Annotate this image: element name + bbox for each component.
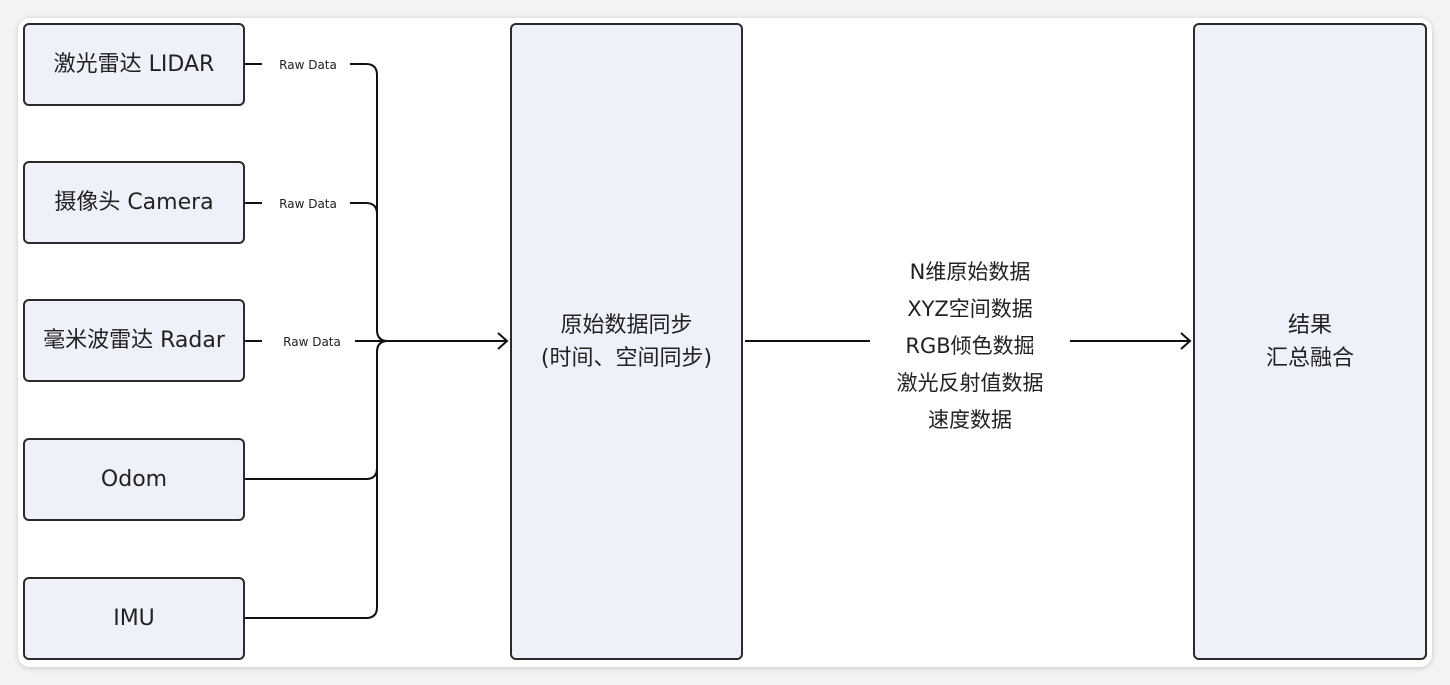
result-subtitle: 汇总融合 — [1265, 345, 1354, 371]
data-type: 激光反射值数据 — [896, 371, 1044, 395]
edge-label-radar: Raw Data — [280, 335, 344, 349]
source-label: 摄像头 Camera — [54, 190, 214, 215]
source-label: Odom — [100, 467, 168, 492]
data-type: N维原始数据 — [909, 260, 1031, 284]
connector-lidar — [245, 63, 389, 342]
sync-subtitle: (时间、空间同步) — [540, 345, 713, 371]
sync-box[interactable]: 原始数据同步 (时间、空间同步) — [510, 23, 743, 660]
data-type: 速度数据 — [928, 408, 1012, 432]
edge-label-lidar: Raw Data — [276, 58, 340, 72]
data-type: RGB倾色数掘 — [905, 334, 1035, 358]
arrowhead-result — [1180, 332, 1192, 350]
source-label: IMU — [113, 606, 155, 631]
connector-camera — [245, 202, 378, 215]
sync-title: 原始数据同步 — [560, 312, 693, 338]
source-lidar[interactable]: 激光雷达 LIDAR — [23, 23, 245, 106]
source-imu[interactable]: IMU — [23, 577, 245, 660]
data-types-label: N维原始数据 XYZ空间数据 RGB倾色数掘 激光反射值数据 速度数据 — [870, 254, 1070, 439]
source-odom[interactable]: Odom — [23, 438, 245, 521]
source-label: 激光雷达 LIDAR — [53, 52, 215, 77]
data-type: XYZ空间数据 — [907, 297, 1033, 321]
arrowhead-sync — [497, 332, 509, 350]
source-radar[interactable]: 毫米波雷达 Radar — [23, 299, 245, 382]
connector-imu — [245, 340, 389, 619]
result-box[interactable]: 结果汇总融合 — [1193, 23, 1427, 660]
result-title: 结果 — [1287, 312, 1332, 338]
edge-label-camera: Raw Data — [276, 197, 340, 211]
connector-odom — [245, 467, 378, 480]
source-camera[interactable]: 摄像头 Camera — [23, 161, 245, 244]
source-label: 毫米波雷达 Radar — [43, 328, 225, 353]
